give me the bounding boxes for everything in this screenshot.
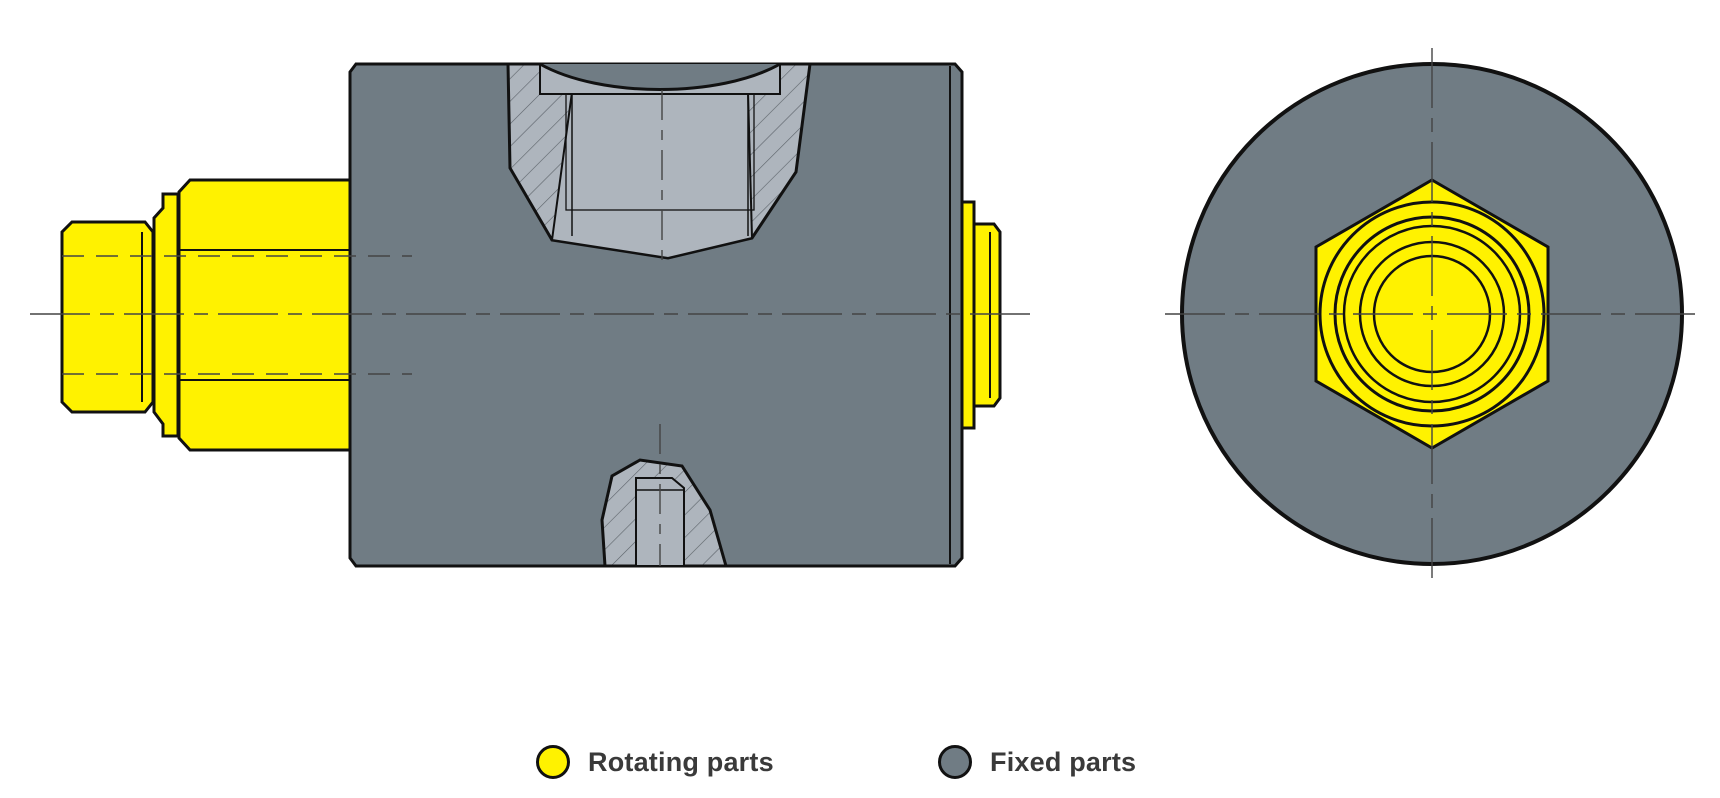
port-top-curve (539, 62, 781, 91)
rotating-swatch-icon (536, 745, 570, 779)
thread-outline (565, 93, 755, 211)
legend-label-fixed: Fixed parts (990, 746, 1137, 777)
top-port-bore (550, 91, 754, 260)
legend-label-rotating: Rotating parts (588, 746, 774, 777)
legend-item-fixed: Fixed parts (938, 740, 1136, 784)
side-view (30, 62, 1030, 568)
housing-body (348, 62, 964, 568)
hex-collar (152, 192, 180, 438)
legend-item-rotating: Rotating parts (536, 740, 774, 784)
fixed-swatch-icon (938, 745, 972, 779)
end-view (1165, 48, 1700, 580)
right-stub-collar (960, 200, 976, 430)
right-stub (972, 222, 1002, 408)
threaded-stub (60, 220, 155, 414)
bottom-port-bore (635, 477, 685, 567)
hex-nut (177, 178, 354, 452)
legend: Rotating parts Fixed parts (0, 740, 1720, 784)
